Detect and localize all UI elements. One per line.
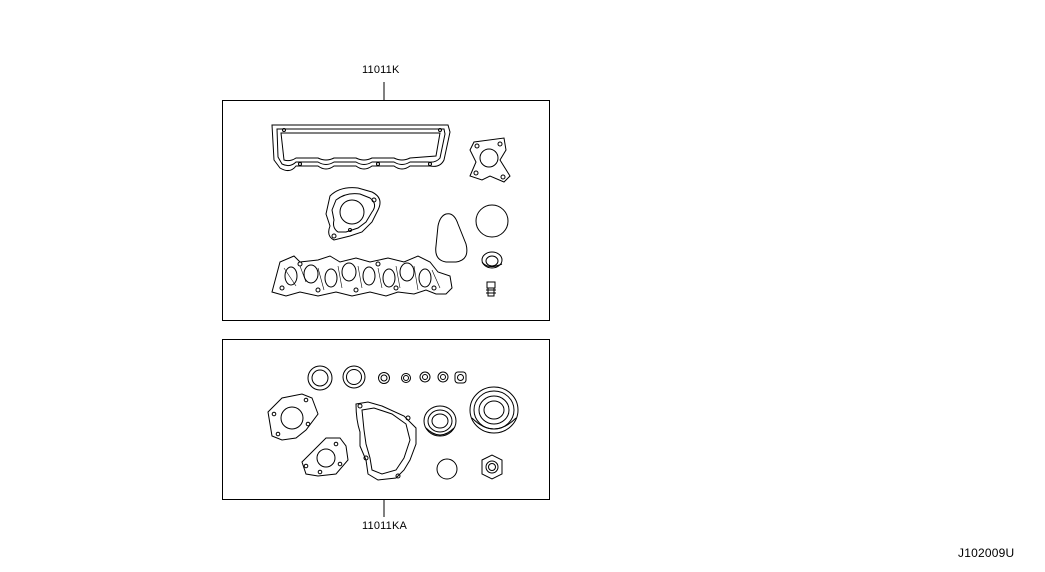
round-gasket[interactable] bbox=[475, 204, 509, 238]
crankshaft-seal[interactable] bbox=[423, 405, 457, 437]
cover-gasket-left[interactable] bbox=[267, 393, 319, 441]
flange-gasket[interactable] bbox=[469, 137, 511, 183]
lower-kit-group[interactable] bbox=[222, 339, 550, 518]
valve-seal[interactable] bbox=[486, 281, 496, 297]
rear-main-seal[interactable] bbox=[469, 386, 519, 434]
upper-kit-label[interactable]: 11011K bbox=[362, 64, 400, 76]
o-ring-large-2[interactable] bbox=[342, 365, 366, 389]
upper-kit-group[interactable] bbox=[222, 82, 550, 321]
pump-body-gasket[interactable] bbox=[355, 401, 417, 481]
rocker-cover-gasket[interactable] bbox=[271, 124, 451, 172]
hex-seal[interactable] bbox=[481, 454, 503, 480]
cover-gasket-middle[interactable] bbox=[301, 437, 349, 477]
o-ring-small-1[interactable] bbox=[378, 372, 390, 384]
lower-kit-frame bbox=[222, 339, 550, 500]
manifold-gasket[interactable] bbox=[271, 255, 453, 297]
o-ring-small-5[interactable] bbox=[454, 371, 467, 384]
oil-seal[interactable] bbox=[481, 251, 503, 269]
water-pump-gasket[interactable] bbox=[435, 213, 468, 263]
plug-gasket[interactable] bbox=[436, 458, 458, 480]
o-ring-small-2[interactable] bbox=[401, 373, 411, 383]
o-ring-small-4[interactable] bbox=[437, 371, 449, 383]
figure-code: J102009U bbox=[958, 546, 1015, 560]
o-ring-small-3[interactable] bbox=[419, 371, 431, 383]
upper-kit-frame bbox=[222, 100, 550, 321]
lower-kit-label[interactable]: 11011KA bbox=[362, 520, 408, 532]
water-outlet-gasket[interactable] bbox=[325, 187, 381, 241]
o-ring-large-1[interactable] bbox=[307, 365, 333, 391]
